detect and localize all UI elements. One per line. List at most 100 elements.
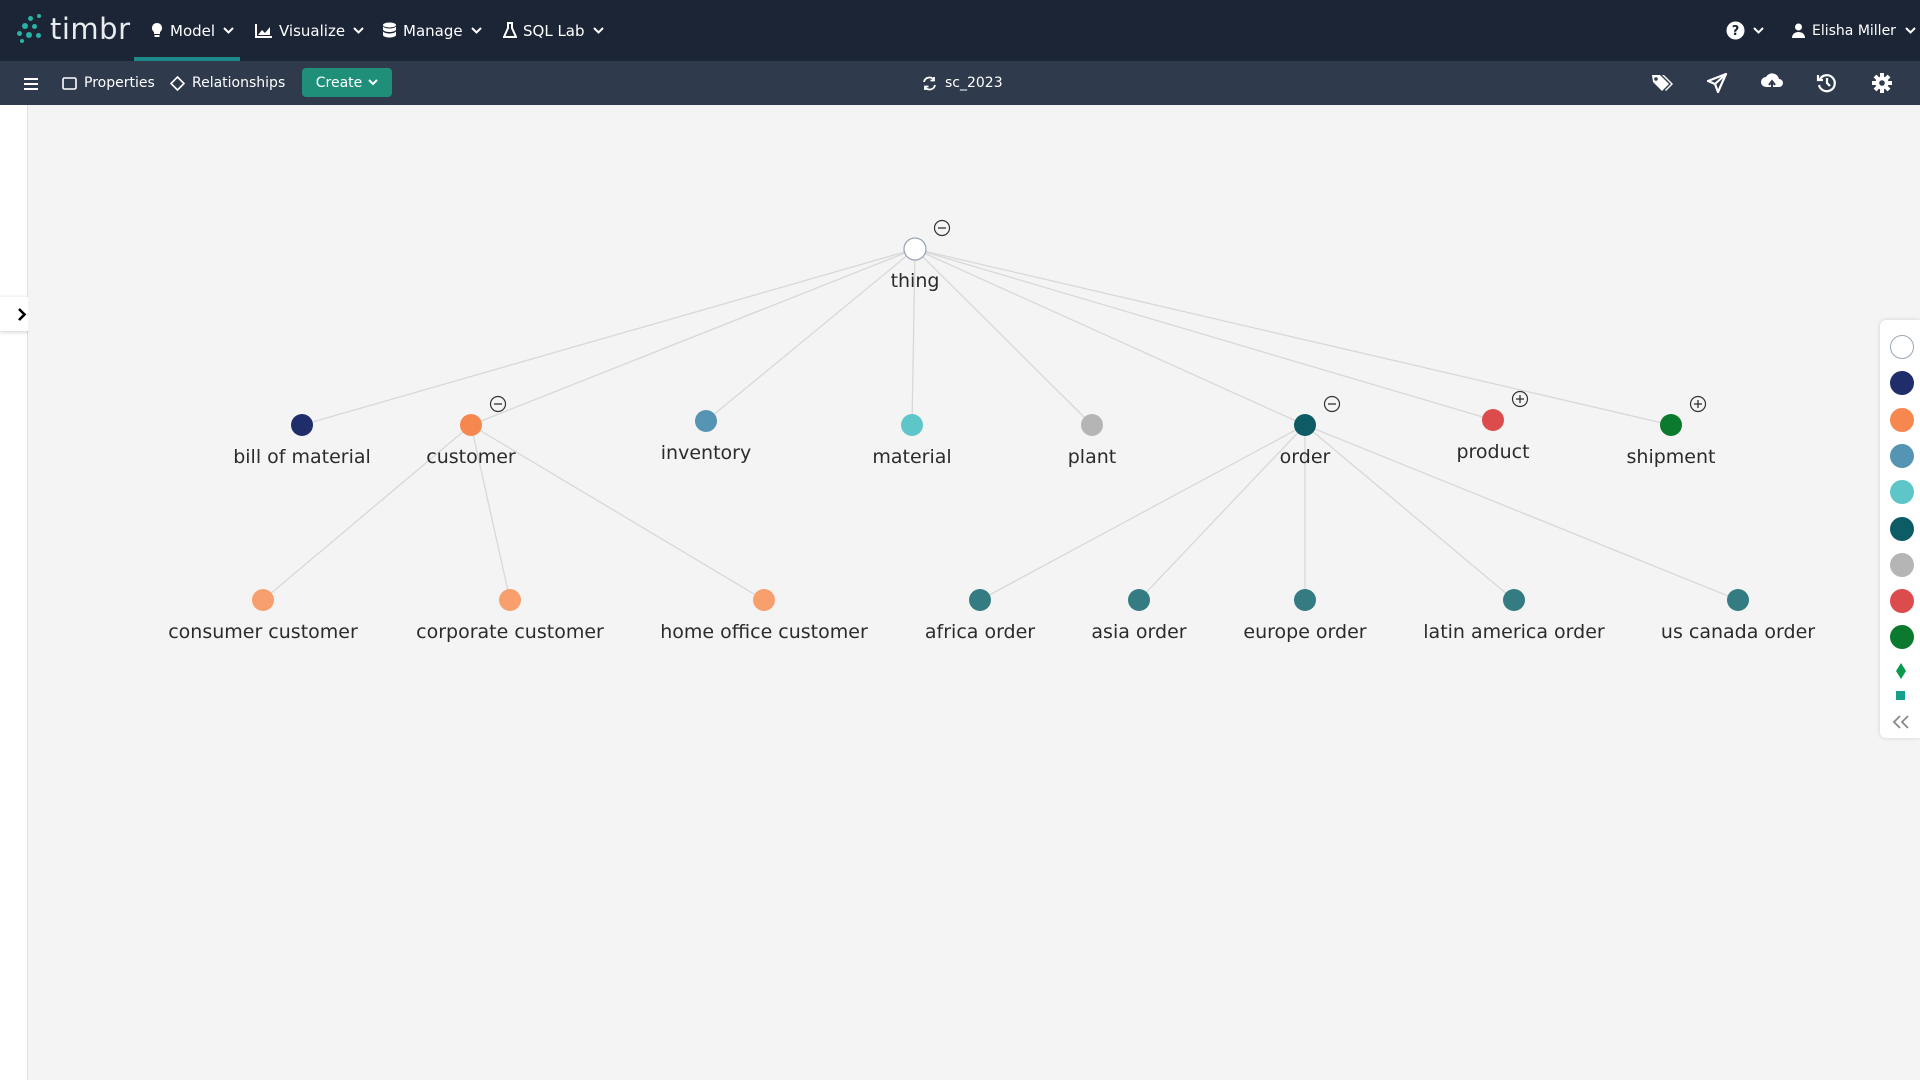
node-circle[interactable]: [291, 414, 313, 436]
edge-customer-consumer_customer: [262, 424, 472, 601]
edge-order-us_canada_order: [1304, 424, 1739, 601]
node-circle[interactable]: [1294, 414, 1316, 436]
tag-button[interactable]: [1648, 70, 1676, 96]
schema-name: sc_2023: [945, 75, 1003, 91]
node-circle[interactable]: [695, 410, 717, 432]
flask-icon: [503, 22, 517, 38]
diamond-icon[interactable]: [1894, 662, 1908, 680]
node-corporate-customer[interactable]: corporate customer: [416, 589, 604, 643]
node-circle[interactable]: [901, 414, 923, 436]
palette-color-swatch[interactable]: [1890, 516, 1914, 541]
node-material[interactable]: material: [872, 414, 952, 468]
collapse-node-icon[interactable]: [1323, 395, 1341, 413]
palette-color-swatch[interactable]: [1890, 443, 1914, 468]
collapse-panel-icon[interactable]: [1892, 715, 1910, 729]
diamond-icon: [170, 75, 185, 91]
edge-thing-shipment: [914, 248, 1672, 426]
edge-thing-product: [914, 248, 1494, 421]
nav-manage-label: Manage: [403, 21, 463, 40]
node-plant[interactable]: plant: [1068, 414, 1116, 468]
node-label: thing: [891, 270, 940, 292]
node-circle[interactable]: [903, 237, 927, 261]
node-circle[interactable]: [1727, 589, 1749, 611]
help-menu[interactable]: ?: [1726, 0, 1764, 61]
node-asia-order[interactable]: asia order: [1091, 589, 1187, 643]
create-dropdown-button[interactable]: Create: [302, 68, 392, 97]
user-name: Elisha Miller: [1812, 22, 1896, 39]
node-europe-order[interactable]: europe order: [1243, 589, 1367, 643]
top-navbar: timbr Model Visualize Manage SQL Lab ? E…: [0, 0, 1920, 61]
square-icon[interactable]: [1896, 691, 1905, 700]
window-icon: [62, 76, 77, 90]
node-home-office-customer[interactable]: home office customer: [660, 589, 868, 643]
node-order[interactable]: order: [1280, 395, 1341, 469]
relationships-button[interactable]: Relationships: [170, 61, 285, 105]
chevron-down-icon: [368, 79, 378, 86]
node-label: bill of material: [233, 446, 371, 468]
node-circle[interactable]: [460, 414, 482, 436]
nav-manage[interactable]: Manage: [382, 0, 488, 61]
node-circle[interactable]: [1660, 414, 1682, 436]
node-label: corporate customer: [416, 621, 604, 643]
node-circle[interactable]: [499, 589, 521, 611]
node-us-canada-order[interactable]: us canada order: [1661, 589, 1815, 643]
color-palette: [1880, 320, 1920, 738]
edge-customer-corporate_customer: [470, 424, 511, 601]
expand-node-icon[interactable]: [1689, 395, 1707, 413]
node-latin-america-order[interactable]: latin america order: [1423, 589, 1605, 643]
node-bill-of-material[interactable]: bill of material: [233, 414, 371, 468]
chevron-down-icon: [592, 27, 604, 34]
node-circle[interactable]: [1503, 589, 1525, 611]
palette-color-swatch[interactable]: [1890, 371, 1914, 396]
node-africa-order[interactable]: africa order: [925, 589, 1035, 643]
palette-color-swatch[interactable]: [1890, 552, 1914, 577]
palette-color-swatch[interactable]: [1890, 589, 1914, 614]
node-circle[interactable]: [252, 589, 274, 611]
user-icon: [1792, 23, 1805, 38]
node-circle[interactable]: [1128, 589, 1150, 611]
timbr-logo[interactable]: timbr: [16, 12, 131, 46]
properties-button[interactable]: Properties: [62, 61, 155, 105]
chevron-down-icon: [1905, 27, 1916, 34]
nav-model[interactable]: Model: [150, 0, 240, 61]
node-thing[interactable]: thing: [891, 219, 951, 293]
node-product[interactable]: product: [1456, 390, 1530, 464]
expand-node-icon[interactable]: [1511, 390, 1529, 408]
hamburger-menu-button[interactable]: [24, 61, 47, 105]
node-circle[interactable]: [1482, 409, 1504, 431]
node-circle[interactable]: [1081, 414, 1103, 436]
create-label: Create: [315, 74, 363, 91]
send-icon: [1706, 72, 1728, 94]
palette-color-swatch[interactable]: [1890, 625, 1914, 650]
cloud-sync-button[interactable]: [1758, 70, 1786, 96]
palette-color-swatch[interactable]: [1890, 407, 1914, 432]
node-circle[interactable]: [753, 589, 775, 611]
ontology-graph[interactable]: thing bill of material customer inventory ma…: [28, 105, 1880, 1080]
node-label: customer: [426, 446, 516, 468]
node-label: latin america order: [1423, 621, 1605, 643]
node-shipment[interactable]: shipment: [1627, 395, 1716, 469]
nodes-layer: thing bill of material customer inventory ma…: [168, 219, 1815, 643]
palette-color-swatch[interactable]: [1890, 480, 1914, 505]
nav-sql-lab-label: SQL Lab: [523, 21, 585, 40]
collapse-node-icon[interactable]: [933, 219, 951, 237]
collapse-node-icon[interactable]: [489, 395, 507, 413]
node-customer[interactable]: customer: [426, 395, 516, 469]
edge-thing-plant: [914, 248, 1093, 426]
schema-selector[interactable]: sc_2023: [922, 61, 1003, 105]
history-button[interactable]: [1813, 70, 1841, 96]
palette-color-swatch[interactable]: [1890, 335, 1914, 359]
user-menu[interactable]: Elisha Miller: [1792, 0, 1916, 61]
graph-canvas[interactable]: thing bill of material customer inventory ma…: [28, 105, 1880, 1080]
relationships-label: Relationships: [192, 75, 286, 91]
node-consumer-customer[interactable]: consumer customer: [168, 589, 358, 643]
nav-visualize[interactable]: Visualize: [255, 0, 370, 61]
nav-sql-lab[interactable]: SQL Lab: [503, 0, 610, 61]
node-circle[interactable]: [969, 589, 991, 611]
node-circle[interactable]: [1294, 589, 1316, 611]
node-inventory[interactable]: inventory: [661, 410, 751, 464]
nav-model-label: Model: [170, 21, 216, 40]
send-button[interactable]: [1703, 70, 1731, 96]
chevron-down-icon: [470, 27, 482, 34]
settings-button[interactable]: [1868, 70, 1896, 96]
